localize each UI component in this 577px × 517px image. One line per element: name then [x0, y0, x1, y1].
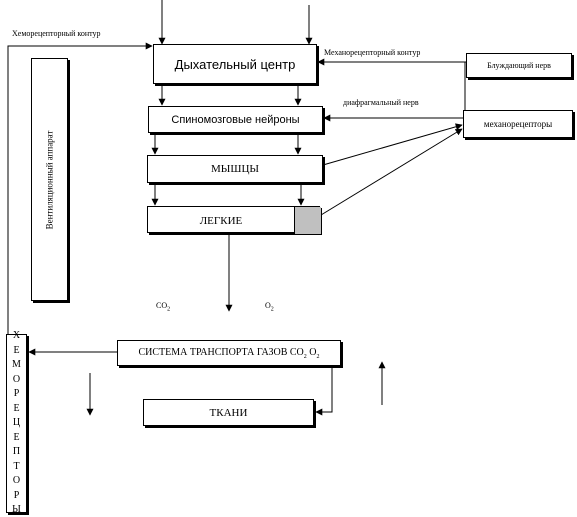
co2-base: CO [156, 301, 168, 310]
chemoreceptor-letter: Р [13, 388, 20, 400]
chemoreceptor-letter: Ы [12, 504, 21, 516]
gas-transport-mid: O [306, 346, 317, 358]
lungs-label: ЛЕГКИЕ [199, 214, 243, 227]
o2-sub: 2 [270, 306, 274, 313]
chemoreceptor-letter: Е [13, 431, 20, 443]
vagus-nerve-label: Блуждающий нерв [487, 61, 551, 70]
gas-transport-sub-1: 2 [303, 353, 307, 360]
breathing-center-label: Дыхательный центр [174, 56, 296, 72]
chemoreceptor-letter: М [12, 359, 21, 371]
spinal-neurons-box: Спиномозговые нейроны [148, 106, 323, 133]
mechanoreceptors-box: механорецепторы [463, 110, 573, 138]
diaphragm-nerve-label: диафрагмальный нерв [343, 98, 419, 107]
gas-transport-text: СИСТЕМА ТРАНСПОРТА ГАЗОВ CO [138, 346, 304, 358]
muscles-label: МЫШЦЫ [210, 163, 259, 175]
chemoreceptor-letter: О [12, 373, 21, 385]
gas-transport-system-label: СИСТЕМА ТРАНСПОРТА ГАЗОВ CO2 O2 [138, 347, 319, 360]
ventilation-apparatus-box: Вентиляционный аппарат [31, 58, 68, 301]
lungs-box: ЛЕГКИЕ [147, 206, 321, 234]
tissues-box: ТКАНИ [143, 399, 314, 426]
chemoreceptor-letter: Е [13, 344, 20, 356]
mechanoreceptors-label: механорецепторы [483, 119, 553, 129]
chemoreceptor-circuit-line [7, 42, 153, 334]
co2-sub: 2 [167, 306, 171, 313]
transport-to-tissues-arrow [315, 366, 333, 416]
lungs-label-area: ЛЕГКИЕ [148, 207, 294, 234]
chemoreceptor-letter: Ц [12, 417, 21, 429]
co2-label: CO2 [156, 301, 170, 315]
lungs-to-mechano-arrow [320, 128, 463, 216]
chemoreceptor-letter: П [12, 446, 21, 458]
breathing-center-box: Дыхательный центр [153, 44, 317, 84]
chemoreceptor-letter: Т [13, 460, 20, 472]
o2-base: O [265, 301, 271, 310]
vagus-nerve-box: Блуждающий нерв [466, 53, 572, 78]
muscles-to-mechano-arrow [322, 123, 463, 166]
tissues-label: ТКАНИ [209, 406, 248, 419]
lungs-gray-block [294, 207, 321, 234]
chemoreceptor-letter: Х [12, 330, 21, 342]
gas-transport-sub-2: 2 [316, 353, 320, 360]
chemoreceptor-circuit-label: Хеморецепторный контур [12, 29, 101, 38]
spinal-neurons-label: Спиномозговые нейроны [171, 113, 300, 126]
gas-transport-system-box: СИСТЕМА ТРАНСПОРТА ГАЗОВ CO2 O2 [117, 340, 341, 366]
chemoreceptor-letter: Р [13, 489, 20, 501]
o2-label: O2 [265, 301, 274, 315]
mechanoreceptor-circuit-label: Механорецепторный контур [324, 48, 421, 57]
muscles-box: МЫШЦЫ [147, 155, 323, 183]
chemoreceptor-letter: Е [13, 402, 20, 414]
ventilation-apparatus-label: Вентиляционный аппарат [44, 130, 55, 229]
chemoreceptor-letter: О [12, 475, 21, 487]
